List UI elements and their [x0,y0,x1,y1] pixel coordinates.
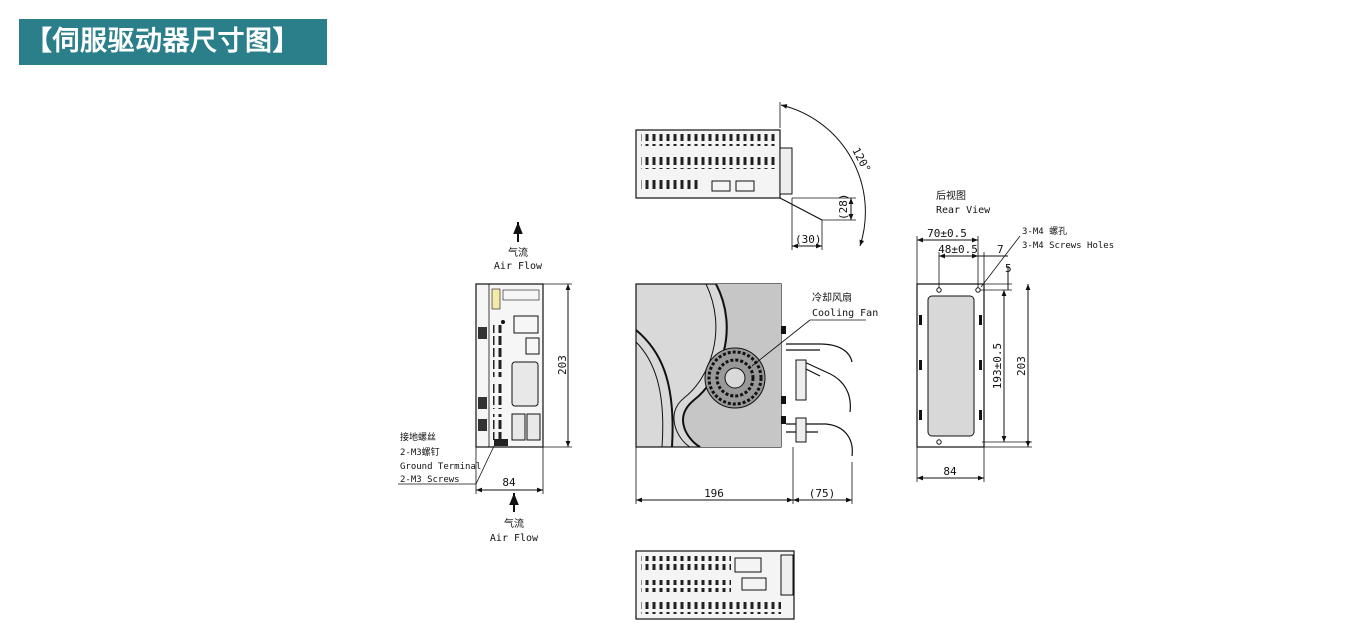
rear-slot [919,360,922,370]
angle-arc [780,104,866,247]
front-label-sticker [491,288,501,310]
ground-terminal [494,439,508,446]
bottom-side-block [780,554,794,596]
bottom-vent-slots-1 [641,556,731,570]
front-rj-connector-1 [511,413,526,441]
rear-height-label: 203 [1015,356,1028,376]
rear-slot [919,315,922,325]
side-curve-1 [682,283,728,448]
airflow-top-en: Air Flow [494,261,543,272]
rear-screw-hole-3 [936,439,942,445]
airflow-bottom-en: Air Flow [490,533,539,544]
front-display [513,315,539,334]
front-terminal-block-2 [493,383,503,409]
ground-label-en-1: Ground Terminal [400,462,481,472]
side-clip-1 [781,326,786,334]
rear-view-title-en: Rear View [936,205,991,216]
front-led [501,320,505,324]
top-connector-2 [735,180,755,192]
front-view: 气流 Air Flow 203 84 气流 Air Flow 接地螺丝 2-M3… [398,222,572,544]
screw-holes-label-cn: 3-M4 螺孔 [1022,226,1067,237]
cable-3 [786,423,853,457]
front-db-connector [511,361,539,407]
front-logo-area [502,289,540,301]
rear-heatsink [927,295,975,437]
screw-leader-line [980,235,1021,288]
front-plug-3 [478,419,487,431]
front-plug-2 [478,397,487,409]
rear-view-title-cn: 后视图 [936,189,966,202]
top-vent-slots [641,134,775,146]
bottom-view [635,550,795,620]
side-clip-2 [781,396,786,404]
fan-leader-line [751,319,811,367]
side-curve-2 [673,283,717,448]
top-vent-slots-2 [641,157,775,169]
cable-connector-2 [795,417,807,443]
top-connector-1 [711,180,731,192]
bottom-vent-slots-3 [641,602,781,614]
cable-connector [795,359,807,401]
rear-dim-48-label: 48±0.5 [938,243,978,256]
airflow-bottom-cn: 气流 [504,517,524,530]
dim-28-label: (28) [837,194,850,221]
rear-slot [979,410,982,420]
rear-view: 后视图 Rear View 70±0.5 48±0.5 7 5 3-M4 螺孔 … [916,189,1114,482]
bottom-connector-2 [741,577,767,591]
front-plug-1 [478,327,487,339]
ground-leader-line [398,445,495,485]
front-height-label: 203 [556,355,569,375]
rear-slot [919,410,922,420]
cooling-fan-label-en: Cooling Fan [812,308,878,319]
page-title: 【伺服驱动器尺寸图】 [19,19,327,65]
screw-holes-label-en: 3-M4 Screws Holes [1022,241,1114,251]
top-vent-slots-3 [641,177,701,191]
rear-dim-7-label: 7 [997,243,1004,256]
rear-dim-70-label: 70±0.5 [927,227,967,240]
cable-2 [799,359,851,413]
bottom-vent-slots-2 [641,580,731,592]
airflow-top-cn: 气流 [508,246,528,259]
ground-label-en-2: 2-M3 Screws [400,475,460,485]
rear-dim-5-label: 5 [1005,262,1012,275]
side-view: 冷却风扇 Cooling Fan 196 (75) [635,283,878,504]
rear-slot [979,315,982,325]
rear-hole-span-label: 193±0.5 [991,343,1004,389]
side-curve-4 [635,341,664,448]
ground-label-cn-2: 2-M3螺钉 [400,447,440,458]
side-clip-3 [781,416,786,424]
top-cover-hinge [779,147,793,195]
side-depth-label: 196 [704,487,724,500]
dim-30-label: (30) [795,233,822,246]
cooling-fan-label-cn: 冷却风扇 [812,291,852,304]
ground-label-cn-1: 接地螺丝 [400,431,436,443]
front-width-label: 84 [502,476,516,489]
bottom-connector-1 [734,557,762,573]
front-terminal-block-3 [493,414,503,440]
top-view: 120° (28) (30) [635,102,873,250]
rear-width-label: 84 [943,465,957,478]
side-curve-3 [635,329,674,448]
front-usb-port [525,337,540,355]
cable-depth-label: (75) [809,487,836,500]
angle-label: 120° [849,145,873,175]
cable-1 [786,343,853,363]
cooling-fan-icon [704,347,766,409]
front-rj-connector-2 [526,413,541,441]
front-terminal-block-1 [493,325,503,377]
open-cover-line [779,197,823,221]
rear-slot [979,360,982,370]
